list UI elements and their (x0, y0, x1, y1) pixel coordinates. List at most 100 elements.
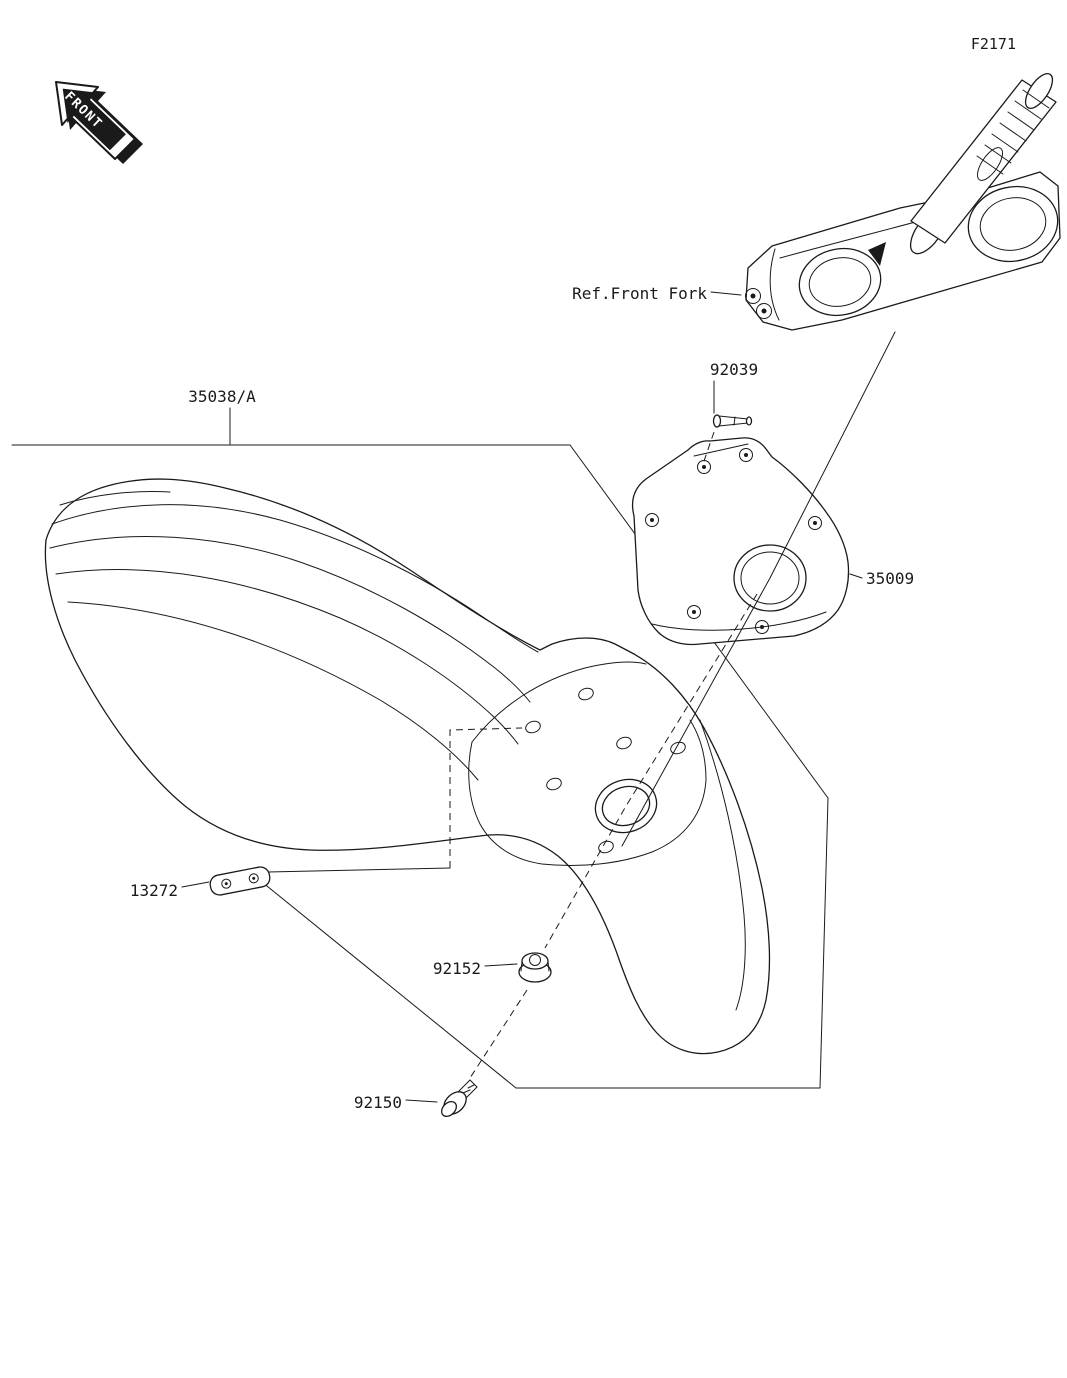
steering-stem (910, 79, 1057, 244)
nut-body (521, 952, 549, 970)
bolt-thread (467, 1084, 475, 1089)
part-label-plate: 13272 (130, 881, 178, 900)
clamp-shadow-wedge (868, 242, 886, 266)
nut-hole (529, 954, 541, 966)
front-direction-marker: FRONT (55, 81, 143, 164)
bolt-head (440, 1100, 458, 1118)
label-leader-lines (181, 291, 863, 1103)
bolt-hole (755, 620, 769, 634)
part-label-nut: 92152 (433, 959, 481, 978)
plate-hole-center (252, 876, 256, 880)
group-boundary-lines (11, 444, 829, 1089)
part-label-bolt: 92150 (354, 1093, 402, 1112)
bolt-hole (578, 687, 594, 701)
plate-outline (209, 866, 271, 896)
ref-front-fork-label: Ref.Front Fork (572, 284, 707, 303)
leader-line (181, 881, 210, 888)
part-label-bracket: 35009 (866, 569, 914, 588)
fender-rear-crease (699, 719, 746, 1011)
bolt-hole (645, 513, 659, 527)
leader-line (405, 1099, 438, 1103)
thread-line (1022, 89, 1050, 109)
bolt-hole (525, 720, 541, 734)
nut-side (520, 960, 523, 972)
fork-clamp-boss-right (967, 185, 1059, 263)
fender-center-hole (594, 778, 658, 834)
plate-hole-center (224, 882, 228, 886)
boundary-line (819, 797, 829, 1089)
thread-line (999, 122, 1027, 142)
bolt-hole (808, 516, 822, 530)
bolt-axis-dashed (469, 989, 528, 1079)
fender-ridge-line (49, 536, 531, 703)
fork-clamp-hole-right (979, 197, 1047, 251)
leader-line (710, 291, 742, 296)
bolt-hole-center (702, 465, 706, 469)
pin-head (712, 414, 722, 428)
bolt-hole (670, 741, 686, 755)
leader-line (267, 867, 451, 873)
part-label-pin: 92039 (710, 360, 758, 379)
fender-mount-platform (471, 661, 647, 743)
fender-ridge-line (59, 491, 171, 506)
clamp-ear-edge (769, 248, 780, 321)
thread-line (991, 133, 1019, 153)
ear-hole (756, 303, 772, 319)
fender-ridge-line (67, 601, 479, 781)
plate-hole (221, 878, 232, 889)
mount-axis-dashed (449, 727, 523, 868)
thread-line (1007, 111, 1035, 131)
bracket-flange-line (651, 611, 827, 631)
boundary-line (261, 881, 517, 1089)
thread-line (1014, 100, 1042, 120)
plate-mount-lines (267, 727, 523, 873)
bolt-hole-center (813, 521, 817, 525)
thread-line (984, 144, 1012, 164)
thread-start-ring (976, 147, 1004, 181)
pin-drawing (712, 380, 753, 428)
bolt-hole-center (692, 610, 696, 614)
bolt-hole (687, 605, 701, 619)
bolt-shaft (457, 1079, 471, 1093)
pin-shaft (718, 422, 749, 427)
fender-center-hole-inner (601, 785, 651, 827)
fender-mount-platform (468, 719, 707, 866)
assembly-axis-lines (469, 331, 896, 1079)
fender-bracket-drawing (631, 437, 850, 646)
stem-to-fender-leader (621, 331, 896, 847)
bolt-thread (462, 1089, 471, 1094)
front-fork-drawing (745, 73, 1061, 331)
bolt-hole (616, 736, 632, 750)
bolt-tip (469, 1079, 478, 1088)
stem-threads (976, 89, 1050, 175)
leader-line (484, 963, 518, 967)
fender-ridge-line (51, 504, 539, 653)
pin-shaft (718, 415, 749, 420)
leader-line (849, 573, 863, 579)
fender-ridge-line (55, 569, 519, 745)
front-arrow-face (62, 88, 126, 151)
fender-outline (44, 478, 771, 1055)
bolt-hole-center (744, 453, 748, 457)
part-label-fender: 35038/A (188, 387, 256, 406)
bolt-hole (739, 448, 753, 462)
bolt-hole (546, 777, 562, 791)
bracket-bolt-holes (645, 448, 822, 634)
plate-drawing (209, 866, 271, 896)
pin-collar (733, 416, 736, 426)
bracket-flange-line (693, 443, 749, 457)
nut-drawing (518, 952, 552, 983)
fork-clamp-hole-left (808, 257, 872, 307)
nut-side (547, 960, 550, 972)
bolt-hole-center (760, 625, 764, 629)
bolt-shaft (464, 1086, 478, 1100)
plate-hole (248, 873, 259, 884)
figure-code-label: F2171 (971, 35, 1016, 53)
bolt-drawing (440, 1079, 478, 1118)
pin-axis-dashed (702, 431, 715, 465)
bracket-center-hole-inner (740, 551, 800, 605)
bolt-hole (598, 840, 614, 854)
bracket-center-hole (733, 544, 807, 612)
